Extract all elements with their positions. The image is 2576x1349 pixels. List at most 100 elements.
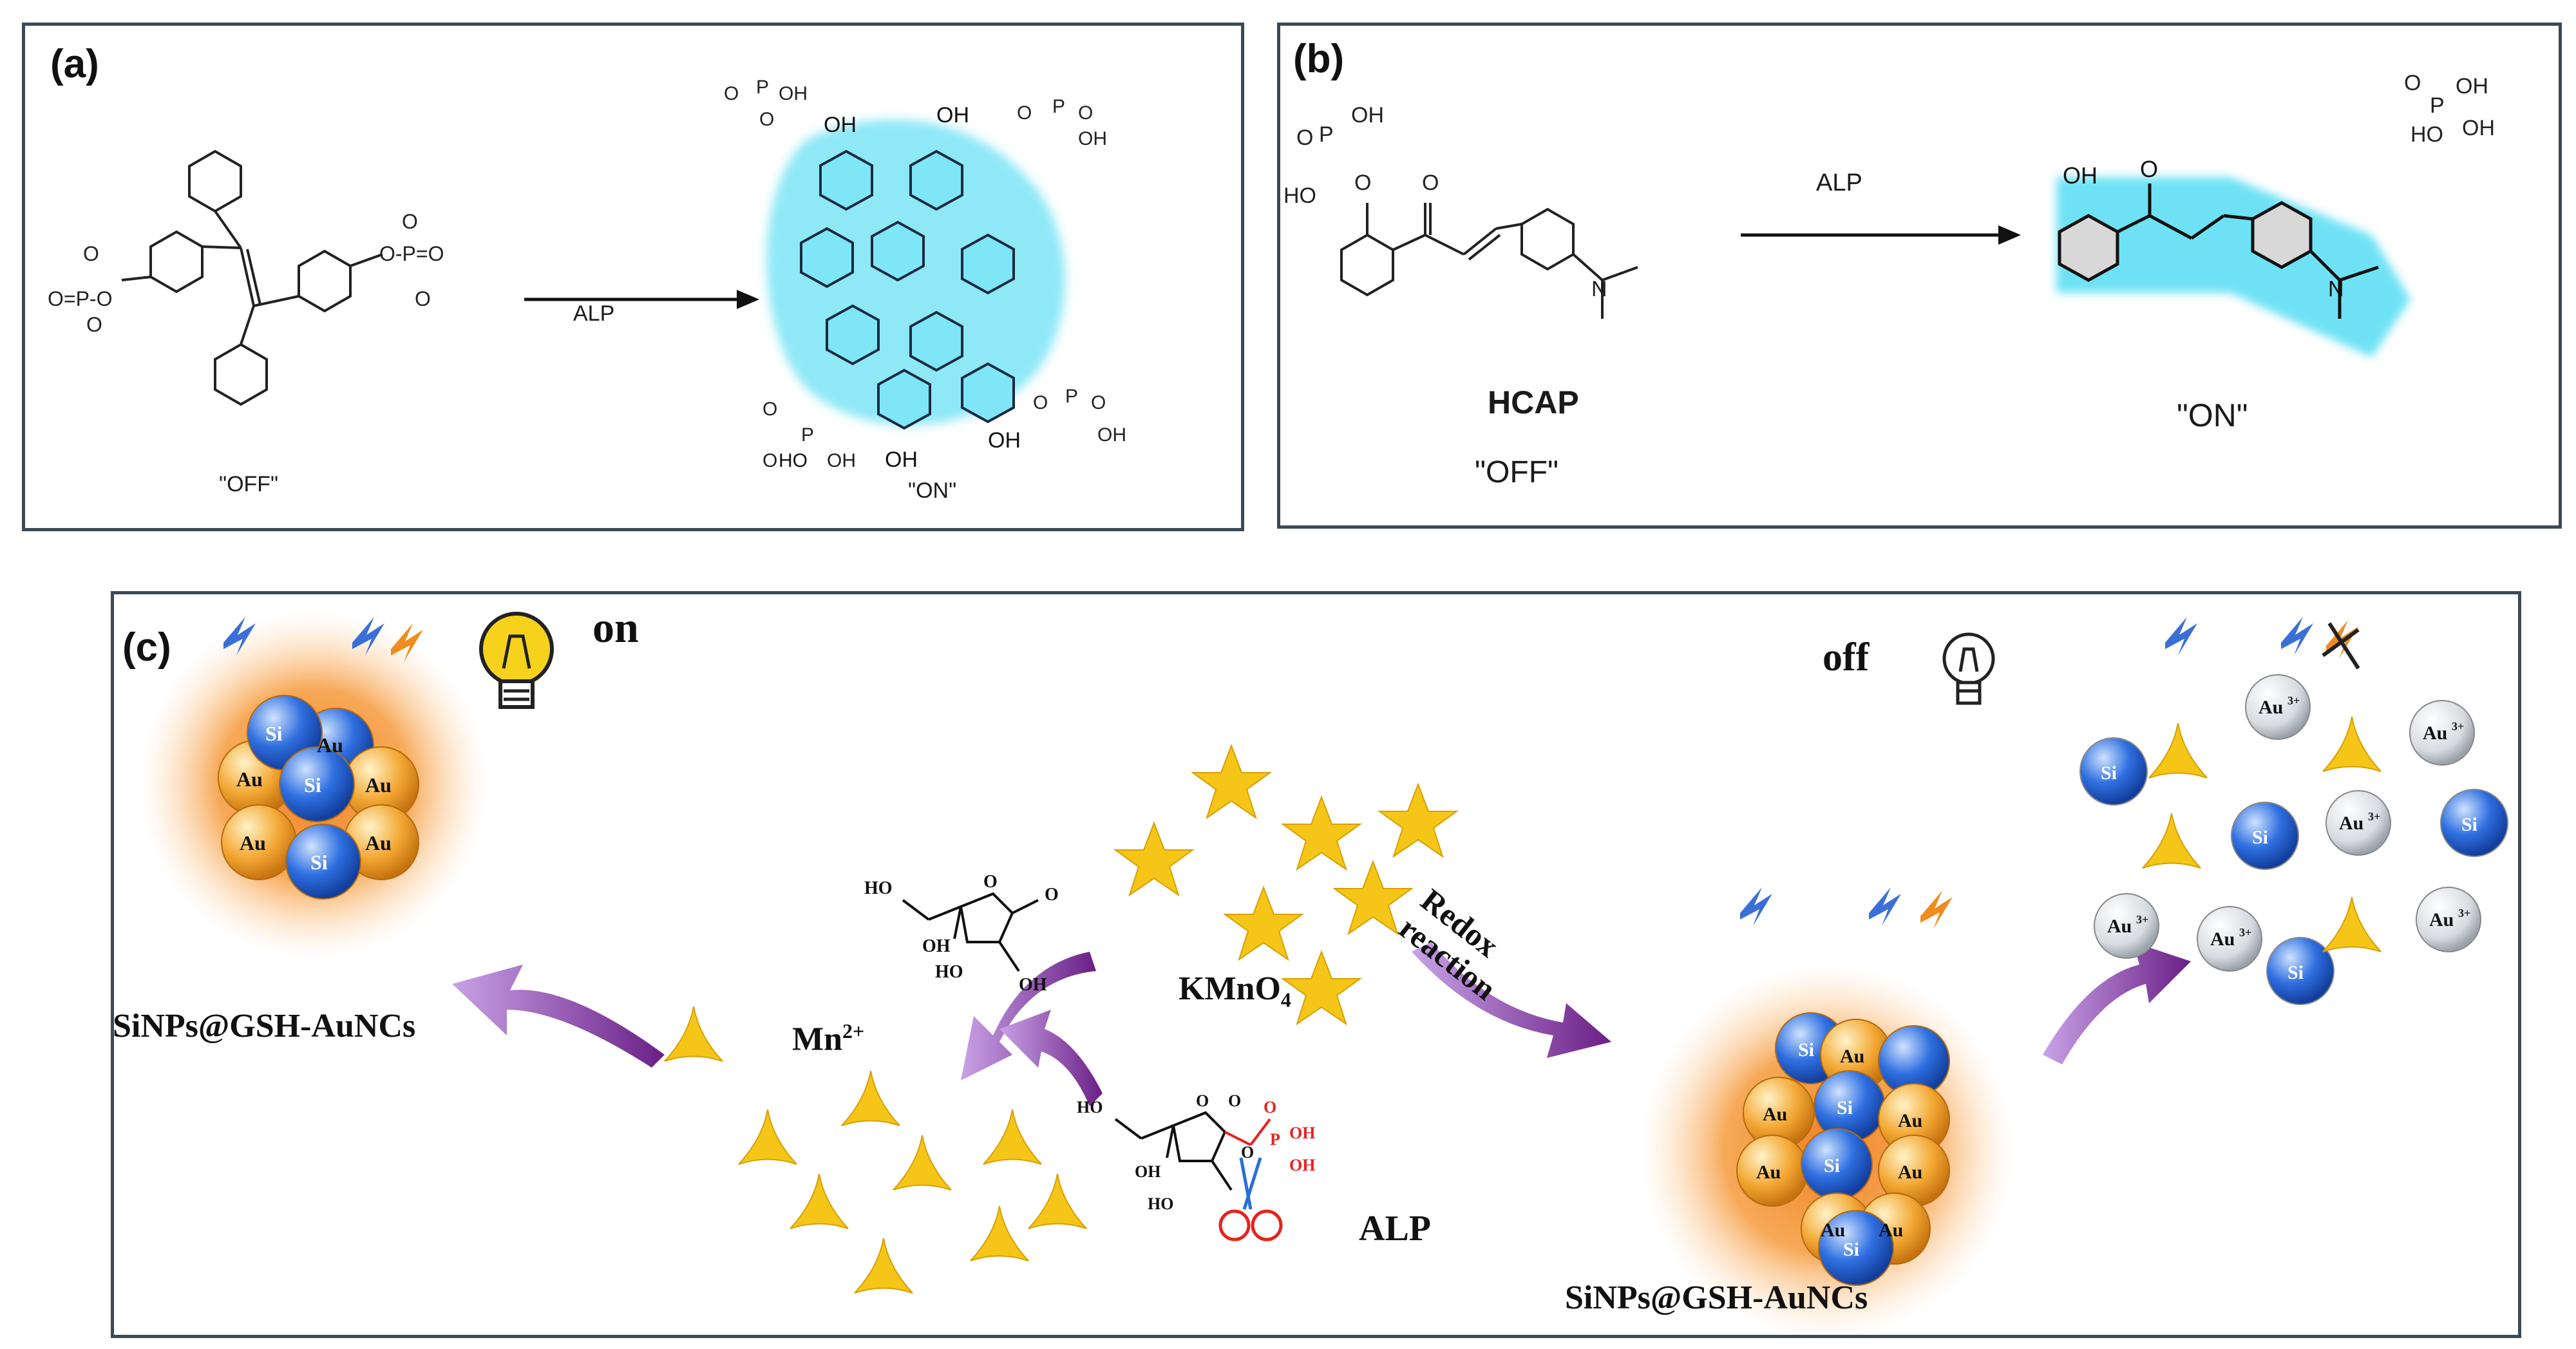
svg-text:Si: Si <box>310 851 328 874</box>
panel-a-frame <box>22 23 1244 531</box>
svg-text:O: O <box>1296 126 1313 150</box>
svg-text:OH: OH <box>1019 975 1047 995</box>
svg-text:O: O <box>1078 102 1093 124</box>
svg-text:OH: OH <box>1135 1162 1160 1181</box>
panel-c-label: (c) <box>122 625 171 670</box>
panel-a-arrow-label: ALP <box>573 301 615 326</box>
svg-text:OH: OH <box>988 428 1021 453</box>
svg-text:Au: Au <box>2339 813 2363 834</box>
svg-text:HO: HO <box>779 450 808 471</box>
panel-c-frame <box>111 591 2521 1338</box>
svg-text:Au: Au <box>2259 697 2283 718</box>
on-state-label: on <box>592 603 639 652</box>
svg-text:P: P <box>756 77 769 98</box>
svg-text:O: O <box>2140 156 2158 182</box>
svg-text:O: O <box>1264 1098 1276 1117</box>
svg-text:Au: Au <box>236 768 263 791</box>
svg-text:O: O <box>1017 102 1032 124</box>
panel-b-arrow-label: ALP <box>1816 169 1862 196</box>
svg-text:Au: Au <box>2423 722 2447 744</box>
off-state-label: off <box>1823 636 1870 679</box>
panel-b-label: (b) <box>1293 37 1345 81</box>
svg-text:Au: Au <box>317 733 343 757</box>
tpe-phosphate-molecule <box>121 149 383 406</box>
svg-text:P: P <box>801 424 814 446</box>
svg-text:Si: Si <box>265 722 283 745</box>
panel-b-off-label: "OFF" <box>1475 455 1559 489</box>
svg-text:N: N <box>1591 277 1607 301</box>
svg-text:Si: Si <box>2101 762 2117 784</box>
svg-text:HO: HO <box>2410 122 2443 147</box>
hcap-product-on: OH O N <box>2056 156 2410 357</box>
svg-text:Si: Si <box>2461 814 2477 835</box>
svg-text:3+: 3+ <box>2452 720 2464 733</box>
svg-text:OH: OH <box>2456 74 2488 99</box>
tpe-aggregate-on <box>766 119 1065 430</box>
svg-text:OH: OH <box>1289 1156 1315 1174</box>
lightbulb-on-icon <box>479 612 554 709</box>
svg-text:O: O <box>2404 71 2421 95</box>
left-np-label: SiNPs@GSH-AuNCs <box>113 1008 416 1044</box>
svg-text:O: O <box>1045 885 1059 905</box>
svg-text:Au: Au <box>2107 916 2132 937</box>
svg-text:Au: Au <box>365 831 392 854</box>
svg-text:3+: 3+ <box>2239 926 2251 939</box>
svg-text:O: O <box>1091 392 1106 413</box>
svg-text:Si: Si <box>2287 962 2304 983</box>
svg-text:OH: OH <box>824 113 857 137</box>
svg-text:Au: Au <box>2429 909 2454 930</box>
svg-text:O: O <box>762 450 777 471</box>
svg-text:P: P <box>1052 96 1065 117</box>
left-nanoparticle-cluster <box>140 610 488 958</box>
ascorbic-acid <box>902 892 1039 972</box>
svg-text:O: O <box>83 242 99 265</box>
svg-text:O=P-O: O=P-O <box>48 287 112 310</box>
svg-text:OH: OH <box>779 83 808 104</box>
svg-text:O: O <box>402 210 418 233</box>
svg-text:3+: 3+ <box>2287 694 2300 707</box>
mn-text: Mn <box>792 1021 842 1058</box>
svg-text:Au: Au <box>1879 1220 1903 1241</box>
svg-text:Au: Au <box>2210 929 2235 950</box>
lightbulb-off-icon <box>1942 632 1995 705</box>
panel-b-compound-name: HCAP <box>1488 384 1579 420</box>
svg-text:OH: OH <box>936 103 969 127</box>
ascorbyl-phosphate <box>1114 1111 1271 1191</box>
svg-text:Au: Au <box>1898 1110 1922 1131</box>
svg-text:OH: OH <box>1289 1124 1315 1142</box>
svg-text:OH: OH <box>1097 424 1126 446</box>
svg-text:OH: OH <box>2462 116 2495 140</box>
svg-text:O: O <box>1422 171 1439 195</box>
svg-text:Au: Au <box>1763 1104 1787 1125</box>
svg-text:HO: HO <box>1283 184 1316 208</box>
panel-a-off-label: "OFF" <box>219 472 279 496</box>
svg-text:3+: 3+ <box>2458 907 2470 920</box>
kmno4-label: KMnO4 <box>1179 972 1291 1010</box>
svg-text:OH: OH <box>885 448 918 472</box>
svg-text:OH: OH <box>1078 128 1107 149</box>
reaction-arrows <box>452 942 2191 1106</box>
scissors-icon <box>1218 1157 1283 1241</box>
svg-text:Au: Au <box>1840 1046 1864 1067</box>
kmno-text: KMnO <box>1179 970 1281 1007</box>
svg-text:Si: Si <box>1837 1097 1853 1118</box>
svg-text:Au: Au <box>240 831 266 854</box>
svg-text:Au: Au <box>1756 1162 1781 1183</box>
svg-text:P: P <box>2430 93 2445 118</box>
svg-text:O: O <box>1033 392 1048 413</box>
svg-text:Si: Si <box>1798 1039 1814 1061</box>
right-dispersed-particles <box>2079 674 2508 1005</box>
center-excitation-bolts <box>1740 887 1953 929</box>
svg-text:Si: Si <box>1824 1155 1840 1176</box>
svg-text:3+: 3+ <box>2136 913 2148 926</box>
svg-text:P: P <box>1065 386 1078 407</box>
svg-text:OH: OH <box>827 450 856 471</box>
panel-a-on-label: "ON" <box>908 478 957 503</box>
panel-b-on-label: "ON" <box>2177 397 2248 433</box>
svg-text:P: P <box>1270 1130 1280 1149</box>
svg-text:Si: Si <box>1843 1239 1859 1260</box>
svg-text:P: P <box>1319 122 1334 147</box>
mn-charge: 2+ <box>842 1019 865 1042</box>
